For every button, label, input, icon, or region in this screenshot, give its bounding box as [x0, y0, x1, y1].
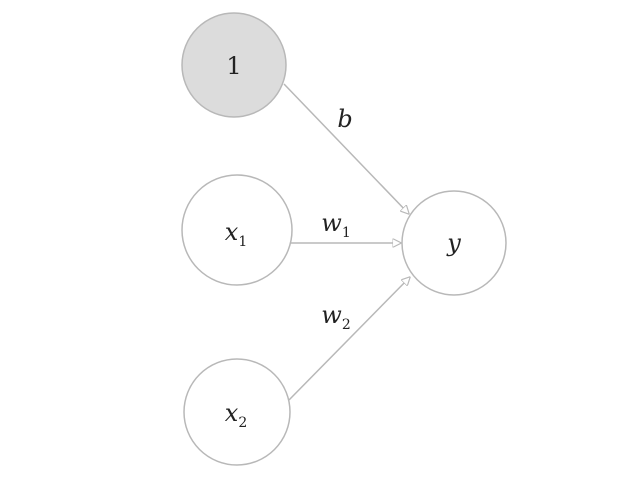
w1-base: w [321, 209, 342, 237]
weight-label-w1: w1 [321, 209, 350, 241]
edge-bias-to-output [283, 83, 409, 214]
w2-base: w [321, 301, 342, 329]
input-node-x2 [183, 358, 291, 466]
bias-node-label: 1 [226, 52, 241, 80]
edge-x2-to-output [288, 277, 410, 401]
w2-subscript: 2 [342, 317, 351, 333]
input-node-x2-label: x2 [225, 399, 247, 431]
bias-node [181, 12, 287, 118]
weight-label-b: b [337, 105, 352, 133]
input-node-x1-label: x1 [225, 218, 247, 250]
weight-label-w2: w2 [321, 301, 350, 333]
x2-base: x [225, 399, 239, 427]
output-node-y [401, 190, 507, 296]
x1-subscript: 1 [238, 234, 247, 250]
x1-base: x [225, 218, 239, 246]
output-node-y-label: y [446, 229, 461, 257]
w1-subscript: 1 [342, 225, 351, 241]
input-node-x1 [181, 174, 293, 286]
x2-subscript: 2 [238, 415, 247, 431]
